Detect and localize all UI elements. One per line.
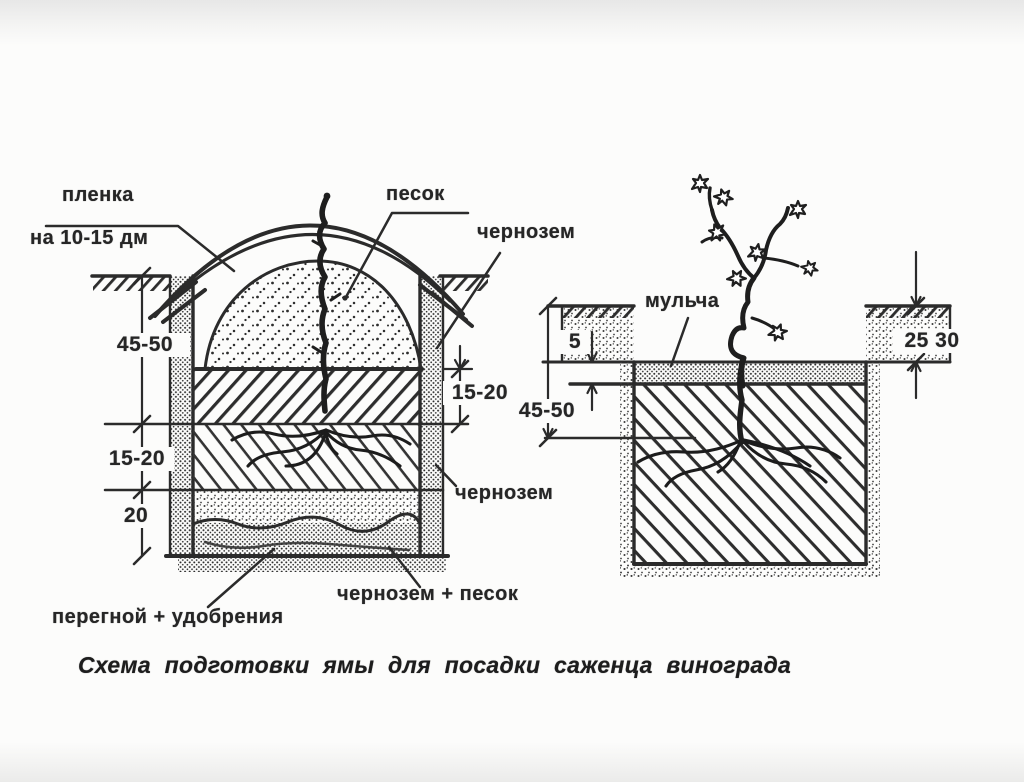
dim-mulch-thickness: 5 (560, 330, 590, 354)
chernozem-layer (193, 369, 420, 424)
pit-bottom-border (178, 558, 446, 572)
chernozem-upper-leader (435, 251, 502, 350)
dimension-lines-left (132, 266, 474, 566)
mulch-leader (669, 316, 690, 368)
pit-left-wall (170, 276, 193, 556)
humus-leader (206, 547, 276, 609)
dim-chernozem-layer: 15-20 (443, 381, 517, 405)
dim-pit-depth: 45-50 (100, 333, 190, 357)
sand-label: песок (386, 183, 445, 205)
scan-shading-top (0, 0, 1024, 46)
left-pit-diagram (44, 192, 502, 609)
branch-left (710, 208, 756, 280)
roots-left (230, 428, 412, 468)
film-depth-label: на 10-15 дм (30, 227, 149, 249)
pit-border-texture (620, 564, 880, 578)
leader-lines-left (44, 211, 502, 609)
mulch-label: мульча (645, 290, 720, 312)
dim-bottom-layer: 20 (109, 504, 163, 528)
roots-right (636, 438, 842, 488)
seedling-cutting (311, 192, 342, 414)
dim-root-layer: 15-20 (100, 447, 174, 471)
dim-mound-height: 25 30 (893, 329, 971, 353)
grapevine-seedling (690, 173, 822, 445)
chernozem-root-leader (434, 463, 458, 488)
chernozem-sand-label: чернозем + песок (337, 583, 519, 605)
layer-wavy-line (191, 512, 422, 533)
scan-shading-bottom (0, 742, 1024, 782)
chernozem-sand-leader (387, 545, 422, 589)
film-label: пленка (62, 184, 134, 206)
film-leader (44, 224, 236, 273)
dim-planting-depth: 45-50 (510, 399, 584, 423)
chernozem-upper-label: чернозем (477, 221, 576, 243)
figure-caption: Схема подготовки ямы для посадки саженца… (78, 652, 792, 678)
pit-backfill (634, 384, 866, 564)
ground-hatch-left (93, 276, 170, 291)
humus-layer (193, 523, 420, 556)
sand-leader (344, 211, 470, 299)
humus-label: перегной + удобрения (52, 606, 284, 628)
mulch-band (634, 362, 866, 384)
chernozem-root-label: чернозем (455, 482, 554, 504)
branch-right (752, 206, 790, 280)
right-pit-diagram (538, 173, 952, 578)
sand-mound (203, 259, 423, 371)
pit-right-wall (420, 276, 443, 556)
